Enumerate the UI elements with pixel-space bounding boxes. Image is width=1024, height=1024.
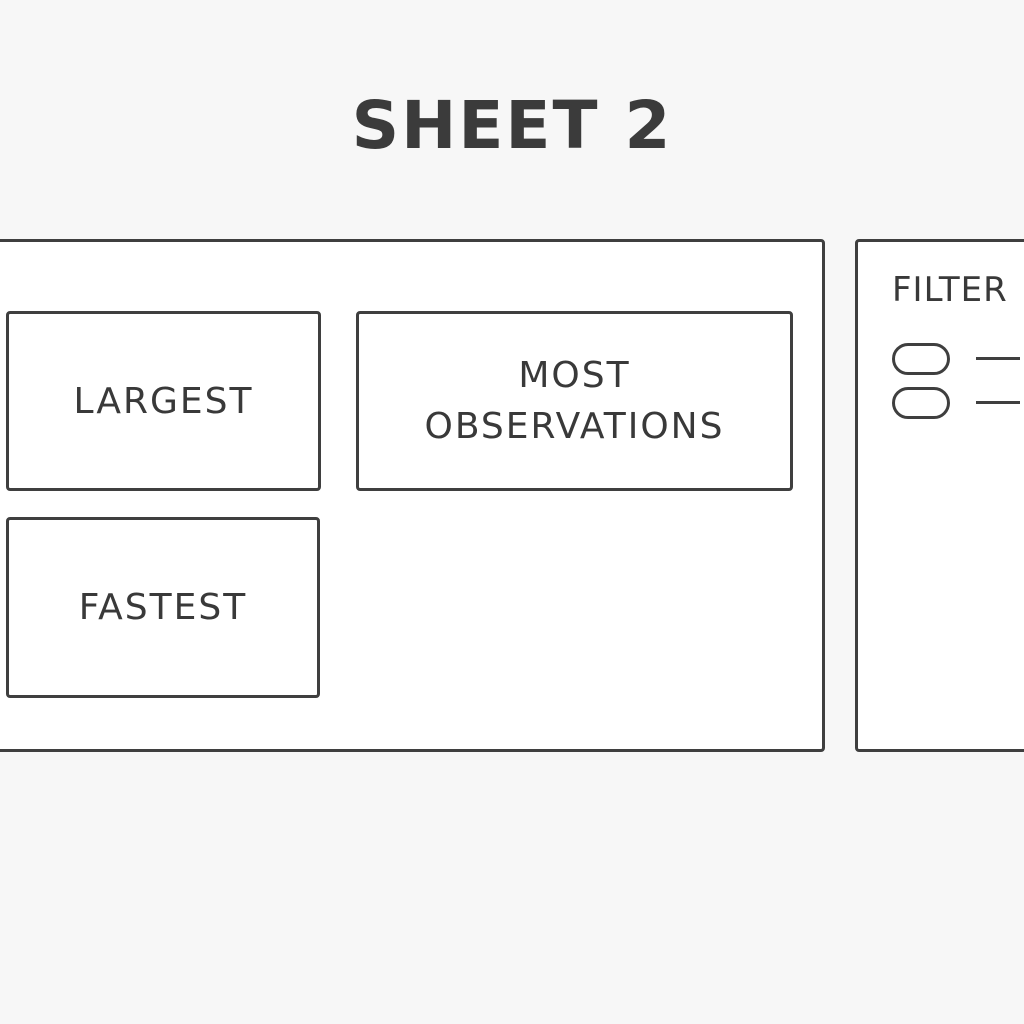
largest-label: LARGEST (73, 380, 254, 422)
most-observations-card[interactable]: MOST OBSERVATIONS (356, 311, 793, 491)
option-line-icon (976, 357, 1020, 360)
page-title: SHEET 2 (351, 87, 673, 164)
dashboard-panel: LARGEST MOST OBSERVATIONS FASTEST (0, 239, 825, 752)
filter-panel: FILTER (855, 239, 1024, 752)
filter-option-1[interactable] (892, 343, 1024, 379)
filter-option-2[interactable] (892, 387, 1024, 423)
fastest-label: FASTEST (78, 587, 248, 628)
toggle-switch-icon[interactable] (892, 343, 950, 375)
option-line-icon (976, 401, 1020, 404)
toggle-switch-icon[interactable] (892, 387, 950, 419)
fastest-card[interactable]: FASTEST (6, 517, 320, 698)
most-observations-label: MOST OBSERVATIONS (424, 355, 725, 447)
filter-label: FILTER (892, 270, 1008, 310)
largest-card[interactable]: LARGEST (6, 311, 321, 491)
